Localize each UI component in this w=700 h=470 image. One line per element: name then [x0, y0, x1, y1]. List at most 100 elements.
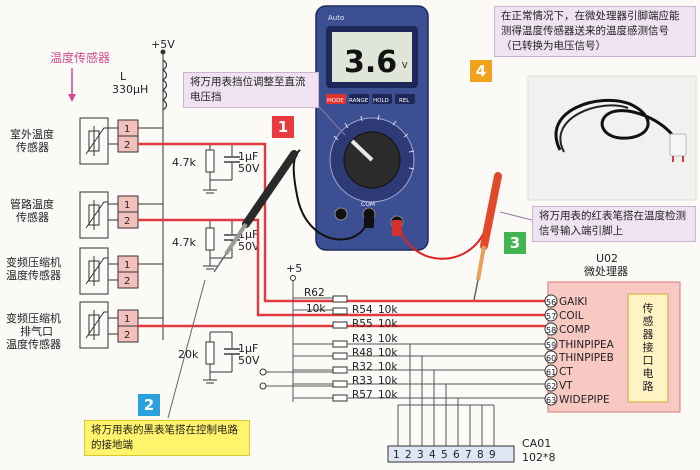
gray-wiring — [263, 278, 548, 446]
meter-display — [332, 32, 412, 82]
supply-node — [160, 49, 166, 55]
sensor-3-label-1: 变频压缩机 — [6, 255, 61, 269]
step-1-callout: 将万用表挡位调整至直流电压挡 — [183, 72, 319, 108]
r62-value: 10k — [306, 303, 326, 315]
interface-char-6: 电 — [643, 367, 654, 380]
svg-text:RANGE: RANGE — [349, 98, 369, 104]
svg-text:7: 7 — [465, 449, 472, 461]
svg-text:9: 9 — [489, 449, 496, 461]
sensor-1-box — [79, 117, 109, 165]
r55-value: 10k — [378, 318, 398, 330]
meter-button-range[interactable] — [349, 94, 369, 104]
interface-char-3: 器 — [643, 328, 654, 341]
meter-com-label: COM — [361, 201, 375, 208]
series-resistor-labels: R62 10k R54 10k R55 10k R43 10k R48 10k … — [304, 287, 398, 401]
header-connector-spec: 102*8 — [522, 451, 556, 464]
step-1-badge: 1 — [272, 116, 294, 138]
header-pins: 1 2 3 4 5 6 7 8 9 — [393, 449, 496, 461]
r32-value: 10k — [378, 361, 398, 373]
mcu-name: U02 — [596, 252, 618, 265]
r33-name: R33 — [352, 375, 373, 387]
interface-char-2: 感 — [643, 315, 654, 328]
meter-dial-pointer — [350, 139, 374, 162]
pin-62-num: 62 — [546, 382, 556, 391]
black-plug — [364, 212, 374, 228]
sensor-title: 温度传感器 — [50, 50, 110, 65]
title-arrow-head — [68, 94, 76, 102]
svg-text:MODE: MODE — [327, 98, 344, 104]
meter-button-hold[interactable] — [372, 94, 392, 104]
connector-3-pin-2: 2 — [124, 276, 130, 287]
meter-button-mode[interactable] — [326, 94, 346, 104]
callout-2-line — [167, 279, 206, 419]
jack-10a[interactable] — [334, 207, 348, 221]
connector-1-pin-2: 2 — [124, 140, 130, 151]
filter-networks: 4.7k 1μF 50V 4.7k 1μF 50V 20k — [172, 143, 260, 384]
pullup-node — [290, 275, 296, 281]
r32-name: R32 — [352, 361, 373, 373]
connector-2-pin-1: 1 — [124, 200, 130, 211]
pin-60-num: 60 — [546, 354, 556, 363]
r54-value: 10k — [378, 304, 398, 316]
callout-3-line — [499, 211, 533, 221]
pin-63-num: 63 — [546, 396, 556, 405]
header-connector-name: CA01 — [522, 437, 551, 450]
r54-name: R54 — [352, 304, 373, 316]
meter-reading: 3.6 — [344, 45, 397, 80]
sensor-2-label-1: 管路温度 — [10, 197, 54, 211]
svg-text:REL: REL — [399, 98, 410, 104]
mcu-interface-box — [627, 293, 669, 403]
pin-59-name: THINPIPEA — [558, 339, 615, 351]
resistor-ground-1-label: 4.7k — [172, 156, 196, 169]
interface-char-1: 传 — [643, 302, 654, 315]
inductor-value: 330μH — [112, 83, 148, 96]
resistor-ground-2-label: 4.7k — [172, 236, 196, 249]
sensor-4-label-3: 温度传感器 — [6, 337, 61, 351]
red-plug — [392, 220, 402, 236]
svg-text:3: 3 — [417, 449, 424, 461]
svg-text:HOLD: HOLD — [373, 98, 389, 104]
resistor-ground-1 — [205, 149, 215, 173]
multimeter: Auto 3.6 V MODE RANGE HOLD REL COM — [315, 5, 429, 251]
resistor-ground-3 — [205, 341, 215, 365]
black-probe — [213, 150, 298, 273]
meter-button-rel[interactable] — [395, 94, 415, 104]
capacitor-2-voltage: 50V — [238, 240, 260, 253]
pin-58-name: COMP — [559, 324, 590, 336]
sensor-1-label-2: 传感器 — [16, 141, 49, 154]
svg-text:2: 2 — [405, 449, 412, 461]
r57-name: R57 — [352, 389, 373, 401]
step-3-callout: 将万用表的红表笔搭在温度检测信号输入端引脚上 — [532, 206, 696, 242]
pin-57-num: 57 — [546, 312, 556, 321]
interface-char-7: 路 — [643, 380, 654, 393]
pin-62-name: VT — [559, 380, 573, 392]
sensor-2-label-2: 传感器 — [16, 211, 49, 224]
pin-56-num: 56 — [546, 298, 556, 307]
pullup-label: +5 — [286, 262, 302, 275]
connector-2-pin-2: 2 — [124, 216, 130, 227]
step-3-badge: 3 — [504, 232, 526, 254]
sensor-3-label-2: 温度传感器 — [6, 268, 61, 282]
pin-61-name: CT — [559, 366, 573, 378]
connector-3-pin-1: 1 — [124, 260, 130, 271]
meter-unit: V — [402, 61, 408, 70]
sensor-4-label-2: 排气口 — [20, 324, 53, 338]
pin-59-num: 59 — [546, 341, 556, 350]
meter-brand: Auto — [328, 14, 344, 22]
connector-1-pin-1: 1 — [124, 124, 130, 135]
header-connector — [387, 445, 515, 463]
r33-value: 10k — [378, 375, 398, 387]
sensor-4-label-1: 变频压缩机 — [6, 311, 61, 325]
svg-text:1: 1 — [393, 449, 400, 461]
r48-name: R48 — [352, 347, 373, 359]
r62-name: R62 — [304, 287, 325, 299]
r55-name: R55 — [352, 318, 373, 330]
series-resistors — [332, 295, 348, 402]
mcu-pins: 56 GAIKI 57 COIL 58 COMP 59 THINPIPEA 60… — [544, 294, 615, 406]
svg-text:8: 8 — [477, 449, 484, 461]
svg-text:5: 5 — [441, 449, 448, 461]
pin-61-num: 61 — [546, 368, 556, 377]
pin-60-name: THINPIPEB — [558, 352, 614, 364]
